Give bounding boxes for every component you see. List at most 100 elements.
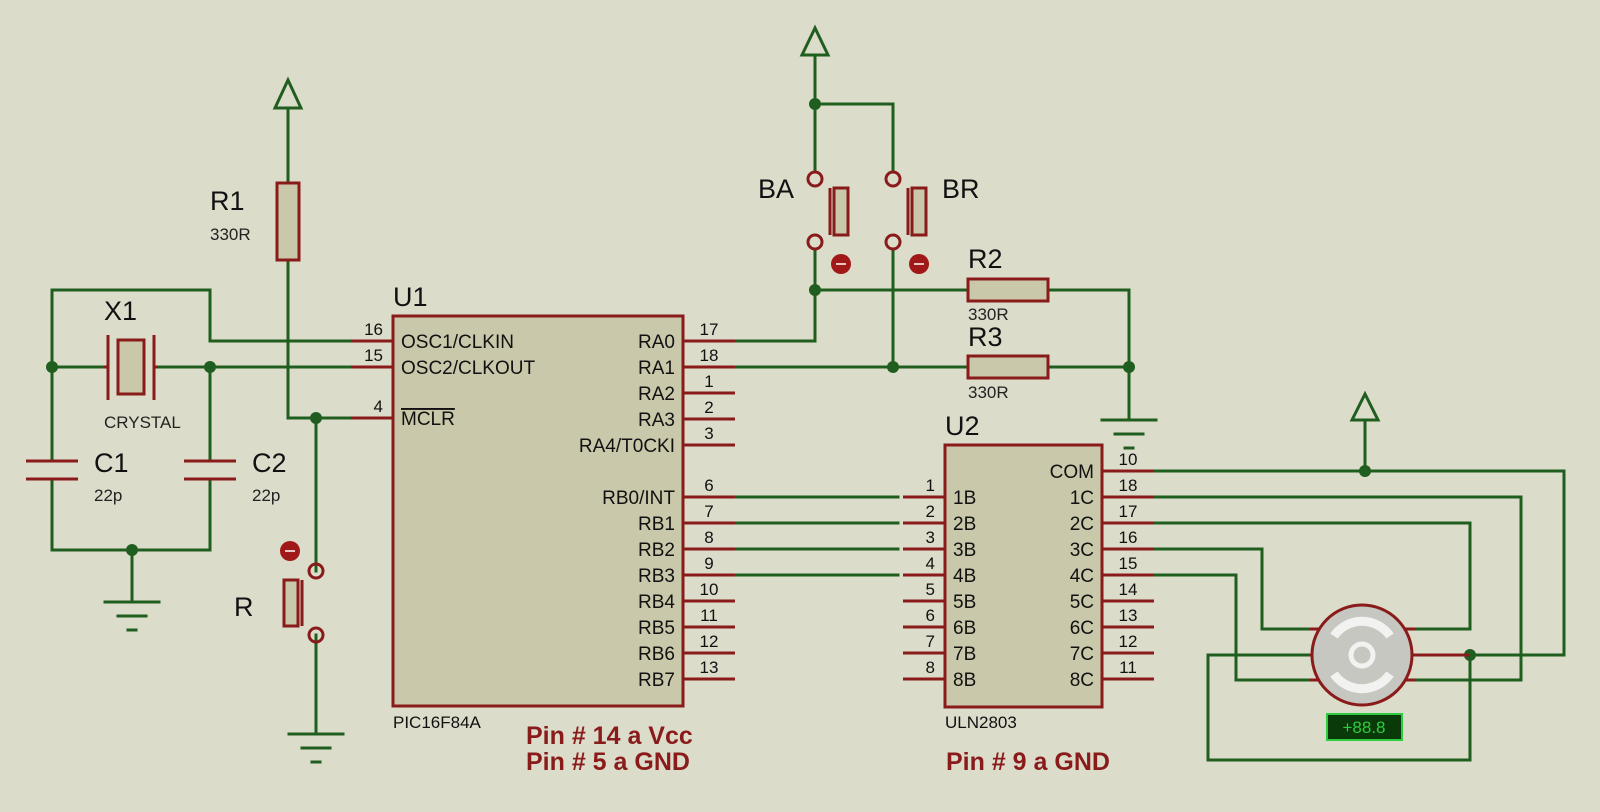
u2-pin-2[interactable]: 22B xyxy=(903,502,976,535)
wires xyxy=(50,53,1566,762)
capacitor-c1[interactable]: C1 22p xyxy=(26,448,129,505)
pin-name: RA1 xyxy=(638,358,675,379)
pin-name: RA2 xyxy=(638,384,675,405)
c1-ref: C1 xyxy=(94,448,129,478)
pin-number: 7 xyxy=(704,502,713,521)
pin-number: 6 xyxy=(704,476,713,495)
r1-value: 330R xyxy=(210,225,251,244)
wire-osc1 xyxy=(50,288,354,463)
pin-number: 5 xyxy=(926,580,935,599)
pin-number: 2 xyxy=(704,398,713,417)
capacitor-c2[interactable]: C2 22p xyxy=(184,448,287,505)
u2-pin-6[interactable]: 66B xyxy=(903,606,976,639)
pin-name: 6B xyxy=(953,618,976,639)
pin-number: 12 xyxy=(1119,632,1138,651)
resistor-r2[interactable]: R2 330R xyxy=(966,244,1050,324)
pin-name: 4C xyxy=(1070,566,1094,587)
pushbutton-reset[interactable]: R xyxy=(234,541,325,644)
u2-pin-12[interactable]: 12 7C xyxy=(1070,632,1154,665)
pin-number: 15 xyxy=(1119,554,1138,573)
u2-pin-15[interactable]: 15 4C xyxy=(1070,554,1154,587)
wire-4c xyxy=(1153,573,1312,682)
u2-pin-1[interactable]: 11B xyxy=(903,476,976,509)
wire-r2-r3-ground xyxy=(1046,288,1131,422)
u2-part: ULN2803 xyxy=(945,713,1017,732)
stepper-motor[interactable]: +88.8 xyxy=(1310,603,1470,741)
pin-name: RA4/T0CKI xyxy=(579,436,675,457)
pin-name: RB7 xyxy=(638,670,675,691)
pin-name: MCLR xyxy=(401,409,455,430)
u2-pin-8[interactable]: 88B xyxy=(903,658,976,691)
wire-r1-mclr xyxy=(286,258,354,420)
u2-pin-17[interactable]: 17 2C xyxy=(1070,502,1154,535)
wire-ra0 xyxy=(733,247,817,343)
junction-dot xyxy=(1123,361,1135,373)
pin-name: 3B xyxy=(953,540,976,561)
u2-pin-7[interactable]: 77B xyxy=(903,632,976,665)
pin-name: RB6 xyxy=(638,644,675,665)
pin-number: 1 xyxy=(704,372,713,391)
ground-symbols xyxy=(103,418,1158,764)
ic-u1[interactable]: U1 PIC16F84A 16OSC1/CLKIN15OSC2/CLKOUT4M… xyxy=(351,282,735,732)
br-ref: BR xyxy=(942,174,980,204)
junction-dot xyxy=(809,284,821,296)
wire-3c xyxy=(1153,547,1312,631)
pin-name: 5C xyxy=(1070,592,1094,613)
pushbutton-ba[interactable]: BA xyxy=(758,170,851,274)
pin-number: 10 xyxy=(1119,450,1138,469)
vcc-arrow-icon xyxy=(799,24,831,57)
r2-ref: R2 xyxy=(968,244,1003,274)
u2-pin-4[interactable]: 44B xyxy=(903,554,976,587)
crystal-x1[interactable]: X1 CRYSTAL xyxy=(104,296,181,432)
motor-arc-top xyxy=(1330,616,1394,639)
pin-name: RB1 xyxy=(638,514,675,535)
pin-number: 17 xyxy=(700,320,719,339)
u2-pin-5[interactable]: 5 5B xyxy=(903,580,976,613)
resistor-r3[interactable]: R3 330R xyxy=(966,322,1050,402)
pin-name: RB5 xyxy=(638,618,675,639)
u1-part: PIC16F84A xyxy=(393,713,482,732)
u2-pin-3[interactable]: 3 3B xyxy=(903,528,976,561)
pin-number: 9 xyxy=(704,554,713,573)
u2-ref: U2 xyxy=(945,411,980,441)
pin-name: 7C xyxy=(1070,644,1094,665)
pushbutton-br[interactable]: BR xyxy=(884,170,980,274)
pin-number: 3 xyxy=(926,528,935,547)
pin-name: COM xyxy=(1050,462,1094,483)
pin-number: 18 xyxy=(700,346,719,365)
pin-name: 4B xyxy=(953,566,976,587)
motor-shaft-icon xyxy=(1348,641,1376,669)
u2-pin-16[interactable]: 16 3C xyxy=(1070,528,1154,561)
pin-number: 17 xyxy=(1119,502,1138,521)
pin-name: 3C xyxy=(1070,540,1094,561)
power-symbols xyxy=(272,24,1381,422)
resistor-r1[interactable]: R1 330R xyxy=(210,181,301,262)
pin-name: 5B xyxy=(953,592,976,613)
pin-number: 2 xyxy=(926,502,935,521)
pin-name: 2C xyxy=(1070,514,1094,535)
pin-number: 16 xyxy=(1119,528,1138,547)
